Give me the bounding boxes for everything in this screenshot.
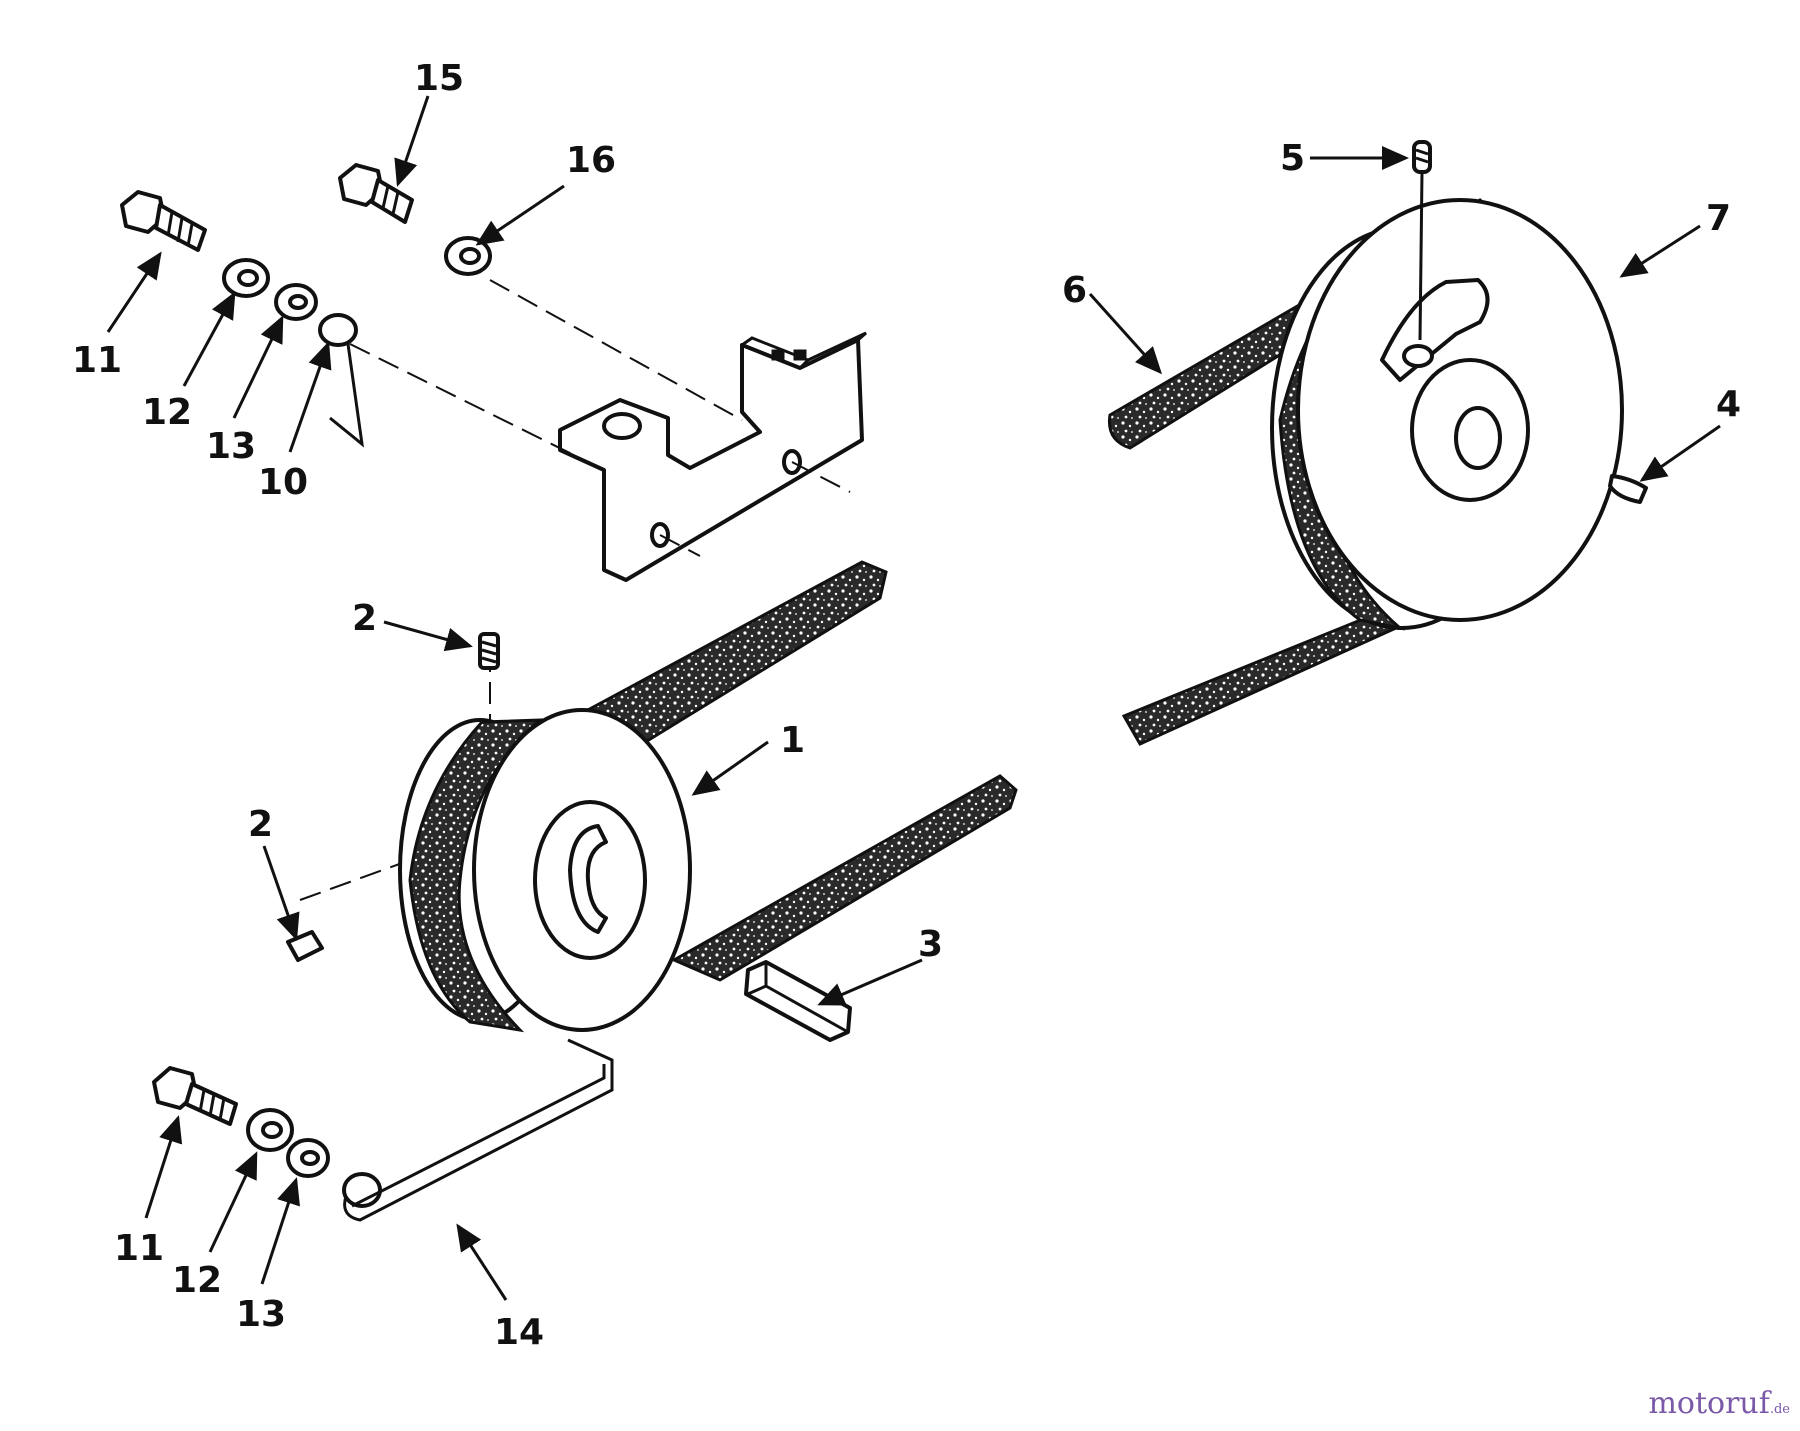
lock-washer-16 [444, 236, 492, 276]
leader-lines [106, 95, 1721, 1301]
spring-rod-14 [342, 1038, 614, 1222]
drive-pulley-1 [398, 708, 692, 1033]
square-key-3 [744, 960, 852, 1042]
washer-13-bottom [286, 1138, 330, 1178]
hex-bolt-11-top [120, 190, 207, 252]
callout-labels: 15 16 11 12 13 10 2 2 1 3 5 6 7 4 11 12 … [72, 58, 1741, 1353]
watermark-logo: motoruf.de [1648, 1386, 1790, 1421]
set-screw-5 [1412, 140, 1432, 341]
callout-13-top: 13 [206, 426, 256, 467]
set-screw-2-side [286, 930, 324, 962]
set-screw-2-top [478, 632, 500, 670]
callout-16: 16 [566, 140, 616, 181]
callout-5: 5 [1280, 138, 1305, 179]
mounting-bracket [558, 331, 867, 582]
driven-pulley-7 [1270, 198, 1624, 631]
callout-6: 6 [1062, 270, 1087, 311]
callout-13-bottom: 13 [236, 1294, 286, 1335]
washer-12-top [222, 258, 270, 298]
watermark-suffix: .de [1769, 1402, 1790, 1417]
callout-12-top: 12 [142, 392, 192, 433]
callout-2-side: 2 [248, 804, 273, 845]
callout-11-top: 11 [72, 340, 122, 381]
spring-clip-10 [318, 313, 365, 448]
callout-4: 4 [1716, 384, 1741, 425]
callout-12-bottom: 12 [172, 1260, 222, 1301]
woodruff-key-4 [1608, 474, 1648, 504]
callout-10: 10 [258, 462, 308, 503]
callout-1: 1 [780, 720, 805, 761]
hex-bolt-11-bottom [152, 1066, 238, 1126]
callout-15: 15 [414, 58, 464, 99]
callout-2-top: 2 [352, 598, 377, 639]
callout-11-bottom: 11 [114, 1228, 164, 1269]
callout-14: 14 [494, 1312, 544, 1353]
washer-13-top [274, 283, 318, 321]
callout-3: 3 [918, 924, 943, 965]
callout-7: 7 [1706, 198, 1731, 239]
hex-bolt-15 [338, 163, 414, 224]
watermark-text: motoruf [1648, 1386, 1770, 1421]
washer-12-bottom [246, 1108, 294, 1152]
